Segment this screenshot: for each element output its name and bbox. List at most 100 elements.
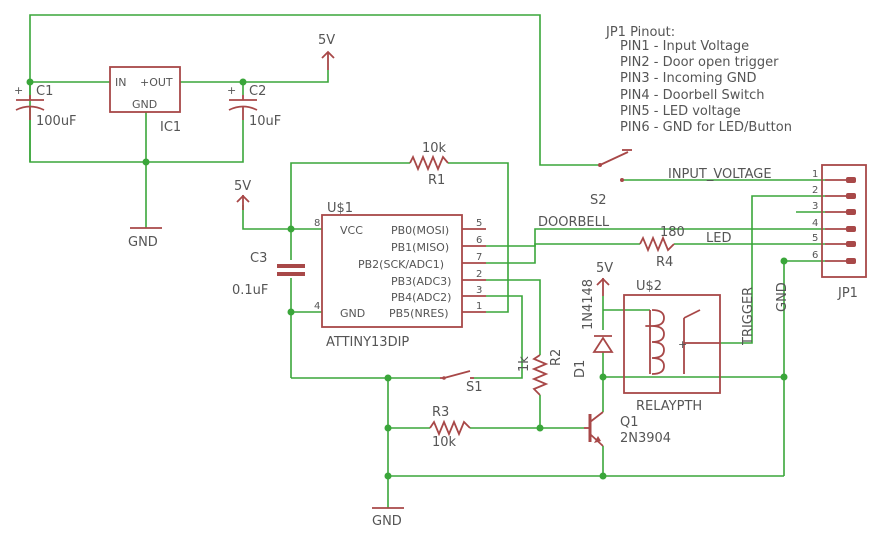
pinout-title: JP1 Pinout:	[605, 25, 675, 40]
s2-name: S2	[590, 193, 607, 208]
mcu-pin-num-1: 1	[476, 301, 482, 312]
wire-gnd-right	[783, 260, 825, 476]
mcu-name: U$1	[327, 201, 353, 216]
jp1-name: JP1	[837, 286, 858, 301]
wire-s1-right	[474, 295, 523, 379]
net-trigger: TRIGGER	[741, 287, 756, 346]
resistor-r2: 1k R2	[517, 349, 564, 396]
capacitor-c1: + C1 100uF	[14, 84, 77, 129]
svg-text:+: +	[678, 338, 687, 351]
d1-value: 1N4148	[581, 279, 596, 330]
gnd-symbol-bottom: GND	[372, 507, 404, 529]
mcu-pin-num-7: 7	[476, 252, 482, 263]
jp1-pin-4: 4	[812, 218, 818, 229]
junctions	[26, 78, 788, 480]
c1-name: C1	[36, 84, 53, 99]
r3-name: R3	[432, 405, 449, 420]
pinout-line-3: PIN3 - Incoming GND	[620, 71, 757, 86]
r3-value: 10k	[432, 435, 457, 450]
svg-text:+: +	[14, 84, 23, 97]
resistor-r1: 10k R1	[409, 141, 449, 188]
reg-name: IC1	[160, 120, 181, 135]
regulator-ic1: IN +OUT GND IC1	[109, 66, 181, 135]
mcu-pin-num-6: 6	[476, 235, 482, 246]
label-5v-relay: 5V	[596, 261, 613, 276]
net-doorbell: DOORBELL	[538, 215, 610, 230]
label-5v-top: 5V	[318, 33, 335, 48]
mcu-pin-num-3: 3	[476, 285, 482, 296]
wire-5v-vcc	[242, 205, 322, 230]
diode-d1: 1N4148 D1	[573, 279, 614, 378]
reg-pin-gnd: GND	[132, 98, 157, 111]
r4-value: 180	[660, 225, 685, 240]
supply-5v-left: 5V	[234, 179, 251, 210]
mcu-pin-pb2: PB2(SCK/ADC1)	[358, 258, 444, 271]
c1-value: 100uF	[36, 114, 77, 129]
reg-pin-out: +OUT	[140, 76, 173, 89]
wire-trigger	[720, 195, 825, 344]
wire-pb3-r2	[486, 279, 541, 355]
jp1-pin-3: 3	[812, 201, 818, 212]
net-led: LED	[706, 231, 731, 246]
net-input-voltage: INPUT_VOLTAGE	[668, 167, 772, 182]
pinout-line-6: PIN6 - GND for LED/Button	[620, 120, 792, 135]
wire-r1-left	[290, 162, 410, 229]
q1-value: 2N3904	[620, 431, 671, 446]
net-gnd: GND	[775, 282, 790, 312]
pinout-line-2: PIN2 - Door open trigger	[620, 55, 779, 70]
jp1-pin-2: 2	[812, 185, 818, 196]
wire-doorbell	[486, 228, 825, 247]
relay-name: U$2	[636, 279, 662, 294]
mcu-pin-pb0: PB0(MOSI)	[391, 224, 449, 237]
jp1-pin-5: 5	[812, 233, 818, 244]
c3-name: C3	[250, 251, 267, 266]
wire-reg-out	[180, 70, 329, 83]
resistor-r4: 180 R4	[639, 225, 685, 270]
r1-value: 10k	[422, 141, 447, 156]
supply-5v-top: 5V	[318, 33, 335, 70]
mcu-pin-pb3: PB3(ADC3)	[391, 275, 451, 288]
pinout-line-1: PIN1 - Input Voltage	[620, 39, 749, 54]
s1-name: S1	[466, 380, 483, 395]
mcu-pin-num-vcc: 8	[314, 218, 320, 229]
capacitor-c3: C3 0.1uF	[232, 251, 305, 298]
connector-jp1: 1 2 3 4 5 6 JP1	[812, 164, 867, 301]
mcu-part: ATTINY13DIP	[326, 335, 409, 350]
pinout-line-4: PIN4 - Doorbell Switch	[620, 88, 764, 103]
r1-name: R1	[428, 173, 445, 188]
r2-name: R2	[549, 349, 564, 366]
wire-r1-right	[448, 162, 509, 313]
transistor-q1: Q1 2N3904	[584, 411, 671, 447]
mcu-pin-num-2: 2	[476, 269, 482, 280]
relay-u2: + U$2 RELAYPTH	[623, 279, 721, 414]
mcu-pin-num-gnd: 4	[314, 301, 320, 312]
svg-text:+: +	[227, 84, 236, 97]
mcu-u1: U$1 VCC GND 8 4 PB0(MOSI) PB1(MISO) PB2(…	[314, 201, 486, 350]
c3-value: 0.1uF	[232, 283, 268, 298]
jp1-pin-6: 6	[812, 250, 818, 261]
c2-name: C2	[249, 84, 266, 99]
wires	[29, 14, 825, 508]
mcu-pin-num-5: 5	[476, 218, 482, 229]
q1-name: Q1	[620, 415, 639, 430]
wire-input-loop	[29, 14, 600, 166]
mcu-pin-vcc: VCC	[340, 224, 363, 237]
reg-pin-in: IN	[115, 76, 126, 89]
r4-name: R4	[656, 255, 673, 270]
mcu-pin-gnd: GND	[340, 307, 365, 320]
mcu-pin-pb5: PB5(NRES)	[389, 307, 449, 320]
label-gnd-bottom: GND	[372, 514, 402, 529]
d1-name: D1	[573, 360, 588, 378]
label-gnd-top: GND	[128, 235, 158, 250]
resistor-r3: R3 10k	[429, 405, 471, 450]
supply-5v-relay: 5V	[596, 261, 613, 296]
switch-s2: S2	[590, 149, 632, 208]
switch-s1: S1	[440, 370, 483, 395]
mcu-pin-pb4: PB4(ADC2)	[391, 291, 451, 304]
c2-value: 10uF	[249, 114, 281, 129]
capacitor-c2: + C2 10uF	[227, 84, 281, 129]
pinout-note: JP1 Pinout: PIN1 - Input Voltage PIN2 - …	[605, 25, 792, 135]
mcu-pin-pb1: PB1(MISO)	[391, 241, 449, 254]
label-5v-left: 5V	[234, 179, 251, 194]
